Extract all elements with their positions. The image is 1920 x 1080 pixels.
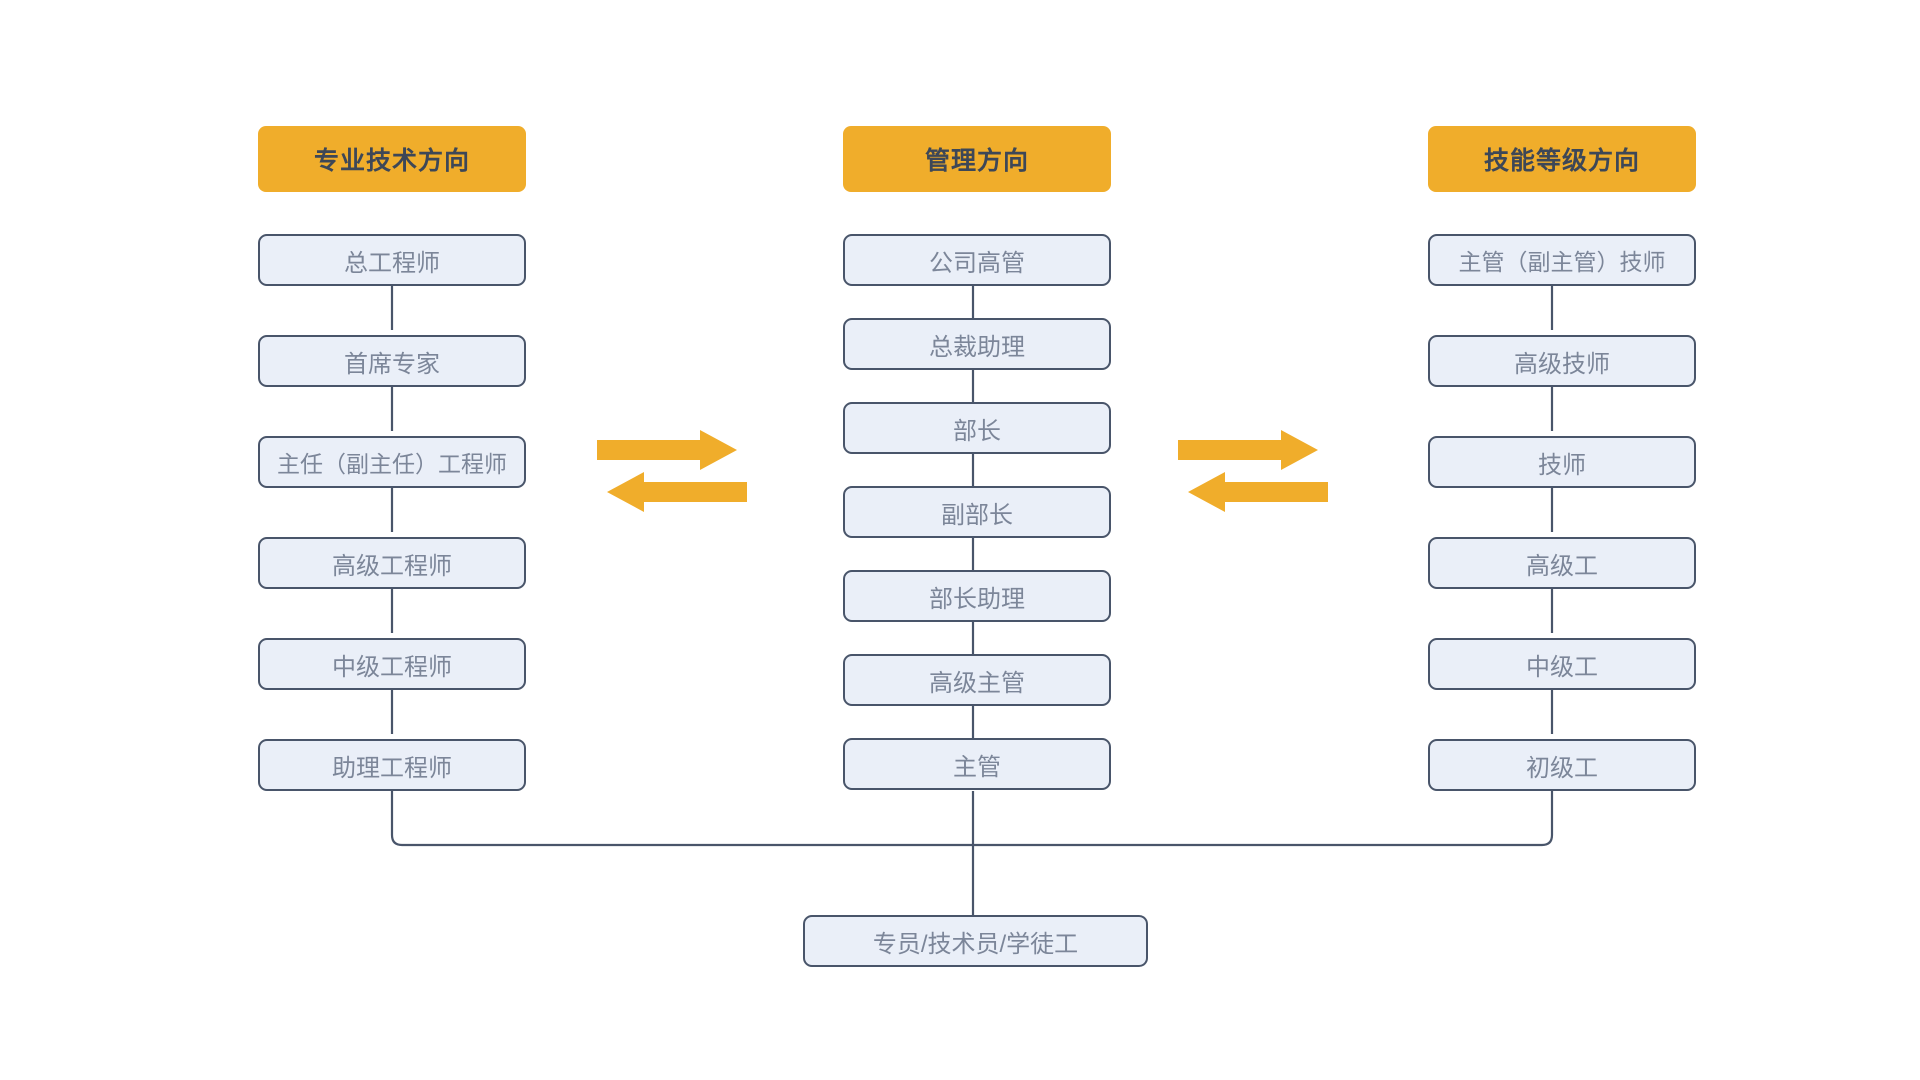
node-skill-0[interactable]: 主管（副主管）技师 — [1428, 234, 1696, 286]
node-skill-1[interactable]: 高级技师 — [1428, 335, 1696, 387]
node-management-6[interactable]: 主管 — [843, 738, 1111, 790]
node-technical-5[interactable]: 助理工程师 — [258, 739, 526, 791]
arrow-right-icon — [1178, 430, 1318, 470]
node-technical-0[interactable]: 总工程师 — [258, 234, 526, 286]
node-skill-4[interactable]: 中级工 — [1428, 638, 1696, 690]
arrow-left-icon — [1188, 472, 1328, 512]
node-management-4[interactable]: 部长助理 — [843, 570, 1111, 622]
column-header-technical[interactable]: 专业技术方向 — [258, 126, 526, 192]
node-technical-2[interactable]: 主任（副主任）工程师 — [258, 436, 526, 488]
column-header-management[interactable]: 管理方向 — [843, 126, 1111, 192]
node-skill-5[interactable]: 初级工 — [1428, 739, 1696, 791]
node-management-1[interactable]: 总裁助理 — [843, 318, 1111, 370]
node-management-3[interactable]: 副部长 — [843, 486, 1111, 538]
node-technical-1[interactable]: 首席专家 — [258, 335, 526, 387]
arrow-right-icon — [597, 430, 737, 470]
connector-bottom-bracket — [390, 825, 1554, 847]
node-skill-2[interactable]: 技师 — [1428, 436, 1696, 488]
column-skill: 技能等级方向 — [1428, 126, 1696, 192]
node-management-2[interactable]: 部长 — [843, 402, 1111, 454]
column-management: 管理方向 — [843, 126, 1111, 192]
transfer-arrows-left[interactable] — [597, 430, 747, 512]
column-header-skill[interactable]: 技能等级方向 — [1428, 126, 1696, 192]
arrow-left-icon — [607, 472, 747, 512]
node-technical-3[interactable]: 高级工程师 — [258, 537, 526, 589]
node-skill-3[interactable]: 高级工 — [1428, 537, 1696, 589]
node-management-5[interactable]: 高级主管 — [843, 654, 1111, 706]
transfer-arrows-right[interactable] — [1178, 430, 1328, 512]
node-technical-4[interactable]: 中级工程师 — [258, 638, 526, 690]
node-management-0[interactable]: 公司高管 — [843, 234, 1111, 286]
node-bottom-entry[interactable]: 专员/技术员/学徒工 — [803, 915, 1148, 967]
column-technical: 专业技术方向 — [258, 126, 526, 192]
